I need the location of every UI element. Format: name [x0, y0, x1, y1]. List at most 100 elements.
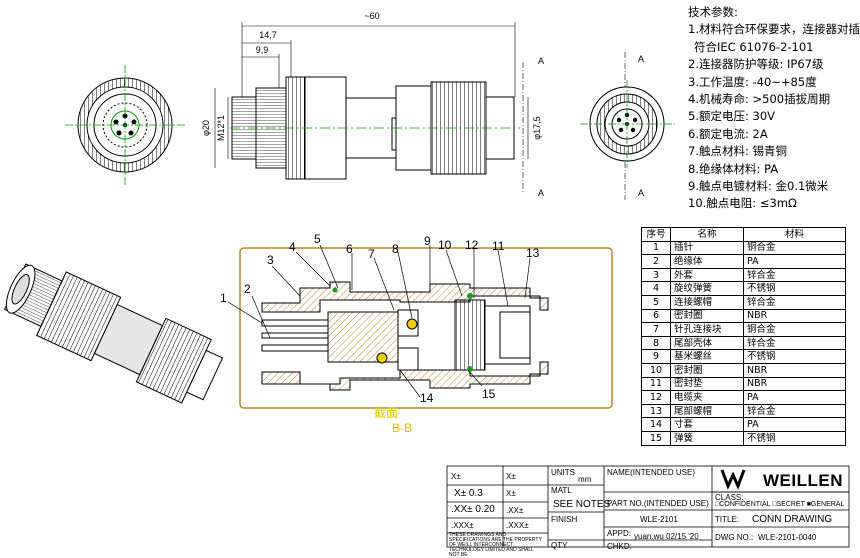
- units-label: UNITS: [551, 468, 575, 477]
- dim-m12: M12*1: [216, 115, 226, 141]
- bom-cell-name: 基米螺丝: [670, 349, 744, 364]
- bom-cell-name: 电缆夹: [670, 390, 744, 405]
- qty-label: QTY: [551, 541, 568, 550]
- spec-line: 6.额定电流: 2A: [688, 126, 768, 141]
- callout-5: 5: [314, 232, 321, 246]
- callout-10: 10: [438, 238, 452, 252]
- appd-value: yuan.wu 02/15 '20: [634, 532, 699, 541]
- callout-11: 11: [492, 239, 505, 253]
- legal-note: THESE DRAWINGS AND SPECIFICATIONS ARE TH…: [449, 532, 542, 558]
- bom-cell-material: 铜合金: [743, 322, 846, 337]
- tech-specs: 技术参数: 1.材料符合环保要求，连接器对插 符合IEC 61076-2-101…: [688, 4, 860, 213]
- section-view: [227, 244, 613, 409]
- spec-line: 2.连接器防护等级: IP67级: [688, 57, 824, 72]
- bom-cell-material: NBR: [743, 376, 846, 392]
- spec-line: 10.触点电阻: ≤3mΩ: [688, 196, 797, 211]
- bom-cell-name: 密封圈: [670, 308, 744, 324]
- callout-9: 8: [392, 242, 399, 256]
- bom-cell-material: PA: [743, 390, 846, 405]
- dim-14-7: 14,7: [259, 30, 277, 40]
- bom-cell-no: 12: [641, 390, 671, 405]
- bom-cell-name: 绝缘体: [670, 254, 744, 269]
- bom-header-material: 材料: [743, 227, 846, 242]
- callout-13: 13: [526, 246, 540, 260]
- spec-line: 1.材料符合环保要求，连接器对插: [688, 22, 860, 37]
- bom-cell-material: 不锈钢: [743, 281, 846, 296]
- section-mark-right-bottom: A: [638, 188, 644, 198]
- spec-line: 符合IEC 61076-2-101: [694, 39, 814, 54]
- tol-6: .XX±: [506, 506, 524, 515]
- tol-4: X±: [506, 489, 516, 498]
- specs-title: 技术参数:: [688, 5, 738, 19]
- bom-cell-material: PA: [743, 254, 846, 269]
- bom-cell-no: 7: [641, 322, 671, 337]
- dim-overall-length: ~60: [364, 11, 379, 21]
- bom-cell-name: 尾部壳体: [670, 335, 744, 351]
- finish-label: FINISH: [551, 515, 578, 524]
- tol-7: .XXX±: [451, 521, 474, 530]
- spec-line: 4.机械寿命: >500插拔周期: [688, 92, 831, 107]
- bom-cell-name: 外套: [670, 267, 744, 283]
- title-value: CONN DRAWING: [752, 514, 833, 525]
- callout-6: 6: [346, 242, 353, 256]
- callout-3: 3: [267, 253, 274, 267]
- section-mark-right-top: A: [638, 54, 644, 64]
- brand-logo-text: WEILLEN: [763, 471, 843, 490]
- bom-cell-name: 插针: [670, 240, 744, 256]
- spec-line: 5.额定电压: 30V: [688, 109, 776, 124]
- bom-cell-material: 铜合金: [743, 240, 846, 256]
- see-notes: SEE NOTES: [553, 499, 611, 510]
- bom-cell-name: 弹簧: [670, 430, 744, 446]
- bom-cell-no: 11: [641, 376, 671, 392]
- bom-cell-name: 连接螺帽: [670, 294, 744, 310]
- bom-cell-no: 6: [641, 308, 671, 324]
- title-label: TITLE:: [715, 515, 740, 524]
- chkd-label: CHKD:: [607, 542, 632, 551]
- bom-cell-no: 3: [641, 267, 671, 283]
- callout-14: 14: [420, 391, 434, 405]
- callout-15: 15: [482, 387, 496, 401]
- dim-phi17-5: φ17,5: [532, 116, 542, 139]
- bom-cell-material: 不锈钢: [743, 349, 846, 364]
- part-no: WLE-2101: [640, 515, 678, 524]
- bom-cell-material: PA: [743, 417, 846, 432]
- callout-8: 9: [424, 234, 431, 248]
- dwg-no-label: DWG NO.:: [715, 533, 754, 542]
- bom-cell-name: 旋纹弹簧: [670, 281, 744, 296]
- bom-cell-no: 5: [641, 294, 671, 310]
- bom-header-name: 名称: [670, 227, 744, 242]
- matl-label: MATL: [551, 486, 572, 495]
- bom-cell-no: 14: [641, 417, 671, 432]
- bom-cell-name: 密封圈: [670, 362, 744, 378]
- spec-line: 8.绝缘体材料: PA: [688, 161, 779, 176]
- drawing-canvas: ~60 14,7 9,9 φ20 M12*1 φ17,5 A A A A: [3, 11, 850, 548]
- bom-cell-name: 尾部螺帽: [670, 403, 744, 419]
- bom-cell-no: 1: [641, 240, 671, 256]
- bom-cell-material: 不锈钢: [743, 430, 846, 446]
- bom-cell-name: 密封垫: [670, 376, 744, 392]
- section-mark-top: A: [538, 56, 544, 66]
- end-view-right: [580, 52, 675, 200]
- class-label: CLASS:: [715, 493, 744, 502]
- tol-8: .XXX±: [506, 521, 529, 530]
- end-view-left: [65, 65, 185, 185]
- bom-cell-no: 13: [641, 403, 671, 419]
- side-view: [214, 22, 529, 194]
- bom-header-no: 序号: [641, 227, 671, 242]
- bom-cell-name: 针孔连接块: [670, 322, 744, 337]
- units-value: mm: [578, 475, 592, 484]
- callout-1: 1: [220, 291, 227, 305]
- dim-9-9: 9,9: [256, 45, 269, 55]
